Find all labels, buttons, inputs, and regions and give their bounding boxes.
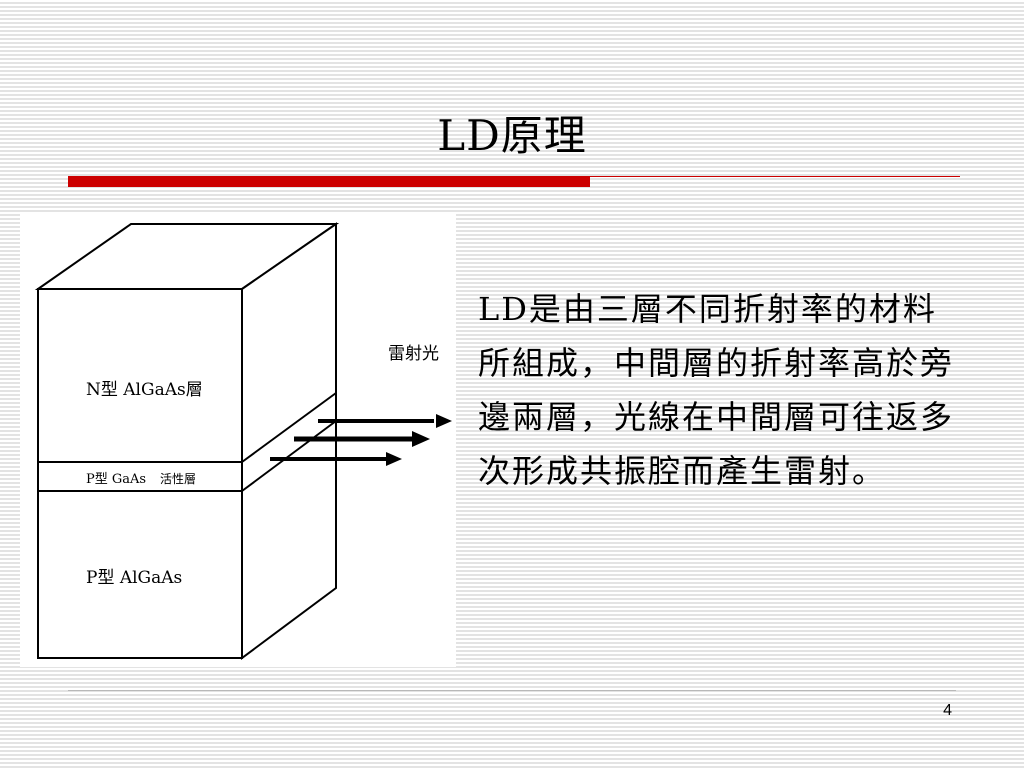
body-paragraph: LD是由三層不同折射率的材料所組成，中間層的折射率高於旁邊兩層，光線在中間層可往… — [478, 290, 955, 490]
title-accent-bar — [68, 176, 590, 187]
layer-top-label: N型 AlGaAs層 — [86, 380, 203, 400]
title-accent-line — [590, 176, 960, 177]
page-number: 4 — [943, 702, 952, 719]
block-front-face — [37, 288, 243, 659]
footer-divider — [68, 690, 956, 691]
slide-title: LD原理 — [437, 111, 587, 160]
side-boundary-lower — [241, 420, 337, 492]
ld-diagram-svg: N型 AlGaAs層 P型 GaAs 活性層 P型 AlGaAs 雷射光 — [34, 222, 452, 660]
laser-arrow-bottom — [270, 452, 402, 466]
laser-arrow-middle — [294, 431, 430, 447]
layer-middle-label-active: 活性層 — [160, 472, 196, 486]
layer-bottom-label: P型 AlGaAs — [86, 568, 182, 588]
ld-structure-diagram: N型 AlGaAs層 P型 GaAs 活性層 P型 AlGaAs 雷射光 — [20, 213, 456, 667]
layer-middle-label-material: P型 GaAs — [86, 472, 146, 487]
emission-label: 雷射光 — [388, 344, 439, 364]
side-boundary-upper — [241, 392, 337, 463]
block-side-face — [241, 222, 337, 660]
laser-arrow-top — [318, 414, 452, 428]
